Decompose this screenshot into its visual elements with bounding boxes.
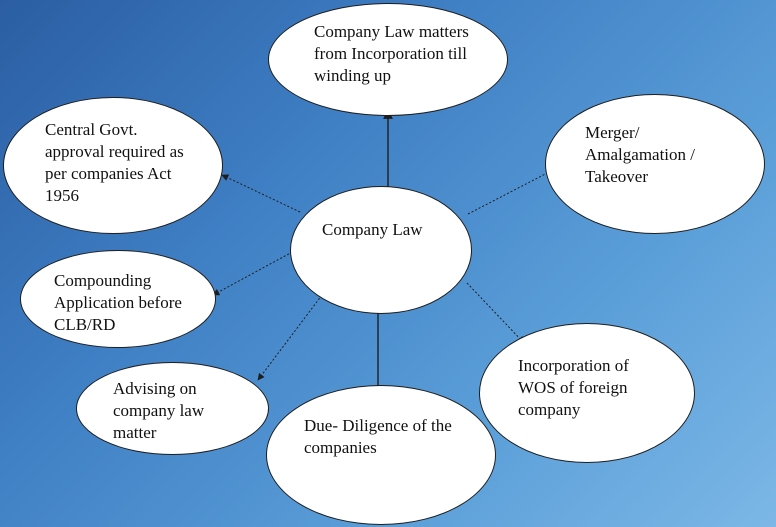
node-merger-amalgamation[interactable]: Merger/ Amalgamation / Takeover bbox=[545, 94, 765, 234]
node-advising-company-law[interactable]: Advising on company law matter bbox=[76, 362, 269, 455]
node-company-law-center[interactable]: Company Law bbox=[290, 186, 472, 314]
arrow-to-compounding bbox=[212, 249, 297, 296]
node-label: Compounding Application before CLB/RD bbox=[54, 271, 182, 334]
node-label: Advising on company law matter bbox=[113, 379, 205, 442]
arrow-to-advising bbox=[257, 294, 323, 381]
arrow-to-incorporation-wos bbox=[466, 282, 525, 344]
node-central-govt-approval[interactable]: Central Govt. approval required as per c… bbox=[3, 97, 223, 234]
arrow-to-merger bbox=[467, 169, 554, 215]
arrow-to-central-govt bbox=[221, 174, 301, 213]
node-label: Incorporation of WOS of foreign company bbox=[518, 356, 629, 419]
node-label: Central Govt. approval required as per c… bbox=[45, 120, 184, 205]
node-label: Due- Diligence of the companies bbox=[304, 416, 452, 457]
node-incorporation-wos[interactable]: Incorporation of WOS of foreign company bbox=[479, 323, 695, 463]
node-label: Company Law matters from Incorporation t… bbox=[314, 22, 469, 85]
node-due-diligence[interactable]: Due- Diligence of the companies bbox=[266, 385, 496, 525]
node-compounding-application[interactable]: Compounding Application before CLB/RD bbox=[20, 250, 216, 348]
center-label: Company Law bbox=[322, 220, 423, 239]
node-label: Merger/ Amalgamation / Takeover bbox=[585, 123, 696, 186]
node-company-law-matters[interactable]: Company Law matters from Incorporation t… bbox=[268, 3, 508, 116]
